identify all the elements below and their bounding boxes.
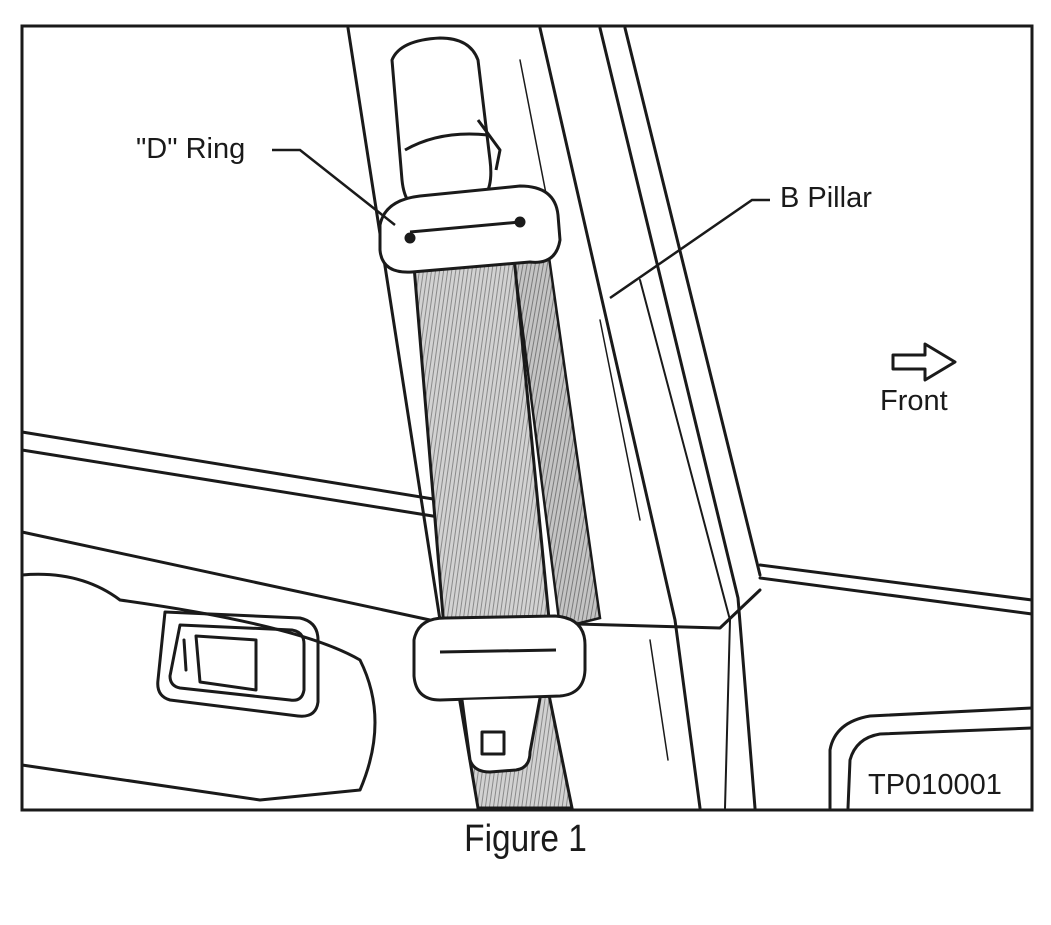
arrow-right-icon <box>891 342 957 382</box>
line-art <box>20 26 1034 810</box>
figure-id: TP010001 <box>868 769 1002 801</box>
label-b-pillar: B Pillar <box>780 182 872 214</box>
label-d-ring: "D" Ring <box>136 133 245 165</box>
latch-plate <box>412 614 587 774</box>
d-ring <box>378 36 562 274</box>
figure-caption: Figure 1 <box>464 818 587 860</box>
label-front: Front <box>880 385 948 417</box>
leader-lines <box>272 148 770 300</box>
